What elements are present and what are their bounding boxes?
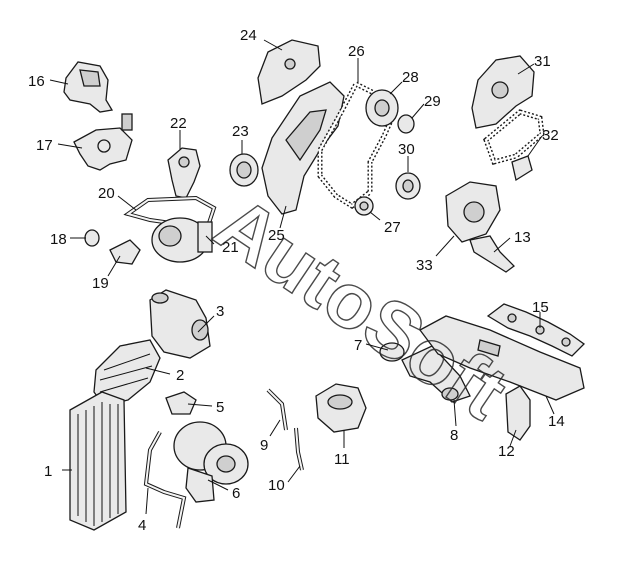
part-3-intake-housing [149, 289, 211, 359]
callout-33: 33 [416, 257, 433, 274]
part-14-exhaust-manifold [419, 315, 585, 401]
part-4-pipe [143, 431, 187, 529]
part-20-hose [123, 195, 217, 229]
part-6-turbocharger [173, 421, 249, 503]
callout-27: 27 [384, 219, 401, 236]
callout-18: 18 [50, 231, 67, 248]
callout-5: 5 [216, 399, 224, 416]
part-5-fitting [165, 391, 197, 415]
part-17-mount-bracket [73, 113, 133, 171]
part-11-heat-shield [315, 383, 367, 433]
callout-21: 21 [222, 239, 239, 256]
part-9-pipe [266, 388, 288, 431]
leader-lines [49, 39, 555, 515]
callout-12: 12 [498, 443, 515, 460]
callout-16: 16 [28, 73, 45, 90]
callout-6: 6 [232, 485, 240, 502]
part-7-8-exhaust-elbow [379, 342, 471, 403]
part-15-gasket [486, 303, 586, 357]
callout-4: 4 [138, 517, 146, 534]
callout-24: 24 [240, 27, 257, 44]
part-29-idler [397, 114, 415, 134]
callout-15: 15 [532, 299, 549, 316]
part-32-belt-clip [483, 109, 545, 182]
part-23-pulley [229, 153, 259, 187]
callout-32: 32 [542, 127, 559, 144]
callout-8: 8 [450, 427, 458, 444]
part-19-clip [109, 239, 141, 265]
part-13-small-bracket [469, 235, 515, 273]
callout-2: 2 [176, 367, 184, 384]
callout-14: 14 [548, 413, 565, 430]
callout-1: 1 [44, 463, 52, 480]
part-27-tensioner [354, 196, 374, 216]
part-16-engine-mount [63, 61, 114, 113]
callout-26: 26 [348, 43, 365, 60]
part-12-heat-shield [505, 385, 531, 441]
callout-13: 13 [514, 229, 531, 246]
part-21-pump [151, 217, 213, 263]
callout-20: 20 [98, 185, 115, 202]
callout-28: 28 [402, 69, 419, 86]
callout-labels: 1 2 3 4 5 6 7 8 9 10 11 12 13 14 15 16 1… [28, 27, 565, 534]
callout-31: 31 [534, 53, 551, 70]
callout-22: 22 [170, 115, 187, 132]
part-10-pipe [294, 427, 304, 471]
callout-29: 29 [424, 93, 441, 110]
part-25-lower-timing-cover [261, 81, 345, 215]
part-33-rear-plate [445, 181, 501, 243]
callout-25: 25 [268, 227, 285, 244]
callout-9: 9 [260, 437, 268, 454]
callout-10: 10 [268, 477, 285, 494]
callout-19: 19 [92, 275, 109, 292]
part-22-bracket [167, 147, 201, 199]
callout-17: 17 [36, 137, 53, 154]
part-31-rear-cover [471, 55, 535, 129]
callout-11: 11 [334, 451, 350, 468]
callout-7: 7 [354, 337, 362, 354]
part-28-camshaft-sprocket [365, 89, 399, 127]
part-18-bushing [84, 229, 100, 247]
part-24-upper-timing-cover [257, 39, 321, 105]
part-30-roller [395, 172, 421, 200]
callout-3: 3 [216, 303, 224, 320]
callout-23: 23 [232, 123, 249, 140]
callout-30: 30 [398, 141, 415, 158]
part-1-intercooler [69, 391, 127, 531]
